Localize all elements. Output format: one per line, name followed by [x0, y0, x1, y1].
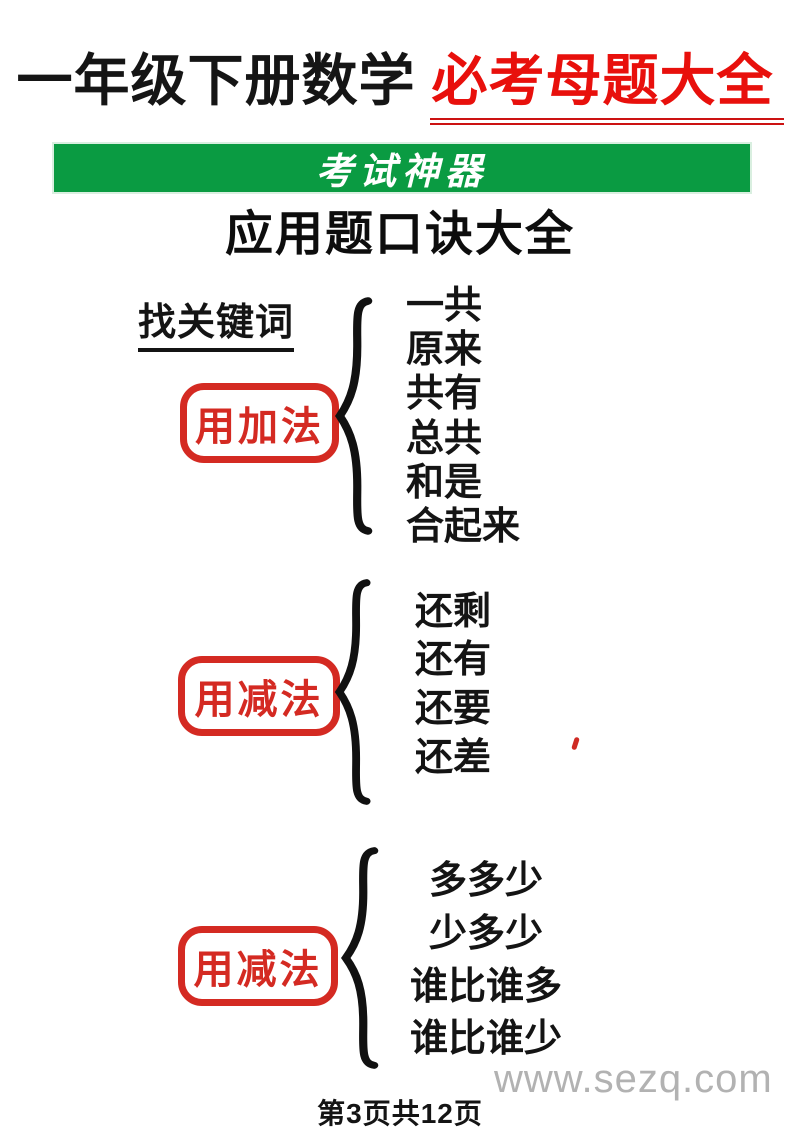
curly-brace-icon: [334, 579, 371, 805]
list-item: 谁比谁少: [409, 1018, 562, 1061]
method-box-subtraction-2: 用减法: [178, 926, 338, 1006]
list-item: 和是: [406, 461, 483, 504]
subtraction-keyword-list-1: 还剩 还有 还要 还差: [415, 583, 492, 779]
method-box-subtraction-1: 用减法: [178, 656, 340, 736]
banner-text: 考试神器: [316, 151, 488, 192]
method-box-addition-label: 用加法: [195, 405, 324, 449]
list-item: 原来: [406, 328, 483, 371]
curly-brace-icon: [340, 847, 379, 1069]
list-item: 还剩: [415, 590, 492, 633]
method-box-subtraction-1-label: 用减法: [194, 678, 324, 722]
list-item: 多多少: [428, 859, 543, 902]
list-item: 还差: [415, 736, 492, 779]
title-black-part: 一年级下册数学: [16, 49, 416, 112]
title-red-part: 必考母题大全: [429, 49, 784, 125]
list-item: 共有: [406, 373, 483, 416]
list-item: 合起来: [406, 506, 521, 549]
list-item: 一共: [406, 284, 483, 327]
stray-red-mark: [571, 736, 580, 751]
watermark: www.sezq.com: [494, 1057, 773, 1101]
method-box-subtraction-2-label: 用减法: [193, 948, 323, 992]
list-item: 谁比谁多: [409, 965, 562, 1008]
list-item: 总共: [406, 417, 483, 460]
banner: 考试神器: [52, 142, 752, 194]
page-header: 一年级下册数学必考母题大全: [0, 49, 800, 125]
page-number: 第3页共12页: [317, 1098, 483, 1129]
curly-brace-icon: [334, 297, 373, 535]
method-box-addition: 用加法: [180, 383, 339, 463]
addition-keyword-list: 一共 原来 共有 总共 和是 合起来: [406, 279, 521, 549]
list-item: 还要: [415, 687, 492, 730]
keyword-label: 找关键词: [138, 291, 295, 352]
list-item: 还有: [415, 639, 492, 682]
list-item: 少多少: [428, 912, 543, 955]
page-title: 应用题口诀大全: [224, 208, 575, 261]
subtraction-keyword-list-2: 多多少 少多少 谁比谁多 谁比谁少: [394, 850, 578, 1061]
